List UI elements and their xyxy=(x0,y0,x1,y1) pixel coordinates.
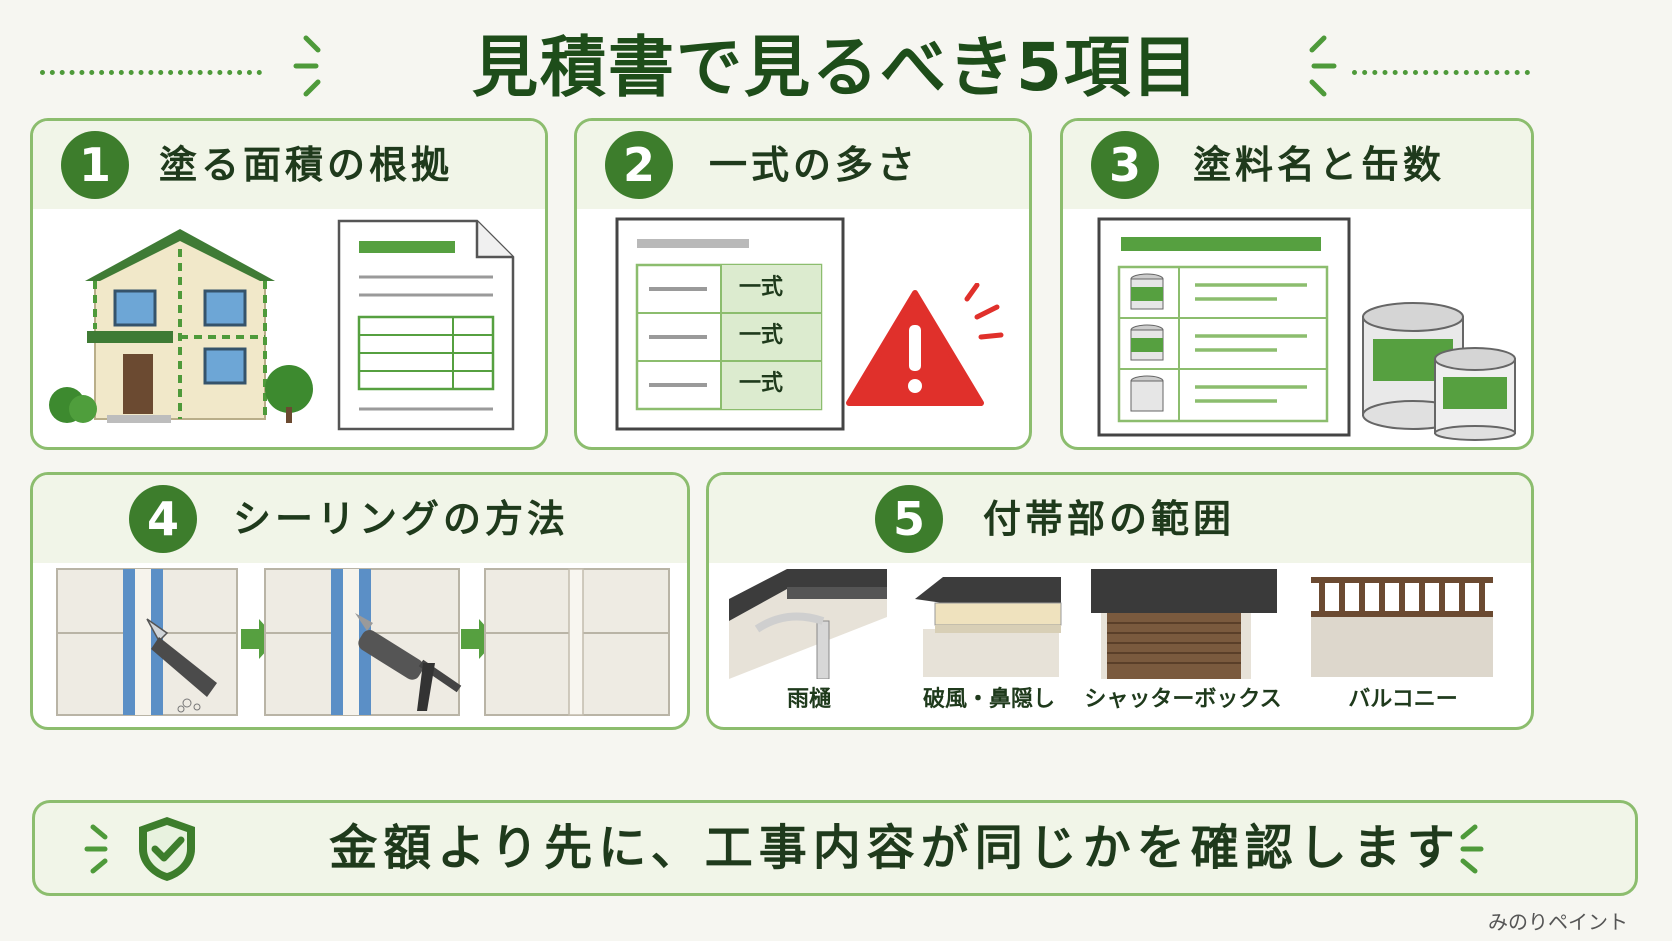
item-card-3: 3 塗料名と缶数 xyxy=(1060,118,1534,450)
title-dots-right xyxy=(1352,70,1530,75)
house-icon xyxy=(49,229,313,423)
item-title-2: 一式の多さ xyxy=(709,143,920,187)
paint-can-icon xyxy=(1362,302,1516,441)
part-label-gutter: 雨樋 xyxy=(786,687,831,712)
card-1-header: 1 塗る面積の根拠 xyxy=(33,121,545,209)
item-card-5: 5 付帯部の範囲 雨樋 破風・鼻隠し シャッターボックス xyxy=(706,472,1534,730)
sealing-steps-illustration xyxy=(56,568,670,716)
balcony-icon xyxy=(1311,577,1493,677)
footer-message: 金額より先に、工事内容が同じかを確認します xyxy=(329,820,1461,876)
item-title-3: 塗料名と缶数 xyxy=(1193,143,1446,187)
paint-list-document-icon xyxy=(1097,217,1351,437)
item-title-5: 付帯部の範囲 xyxy=(983,497,1236,541)
card-3-header: 3 塗料名と缶数 xyxy=(1063,121,1531,209)
shield-check-icon xyxy=(139,817,195,881)
sparkle-right-icon xyxy=(1460,824,1484,874)
item-number-5: 5 xyxy=(875,485,943,553)
caulking-gun-icon xyxy=(355,613,462,711)
item-number-3: 3 xyxy=(1091,131,1159,199)
item-number-1: 1 xyxy=(61,131,129,199)
estimate-sheet-icon xyxy=(615,217,845,431)
card-4-header: 4 シーリングの方法 xyxy=(33,475,687,563)
table-cell-isshiki-2: 一式 xyxy=(739,323,784,348)
fascia-board-icon xyxy=(915,577,1062,677)
rain-gutter-icon xyxy=(729,569,887,679)
cutter-icon xyxy=(146,618,217,697)
footer-banner: 金額より先に、工事内容が同じかを確認します xyxy=(32,800,1638,896)
card-2-header: 2 一式の多さ xyxy=(577,121,1029,209)
sparkle-right-icon xyxy=(1309,35,1337,97)
part-label-balcony: バルコニー xyxy=(1348,687,1458,712)
item-card-1: 1 塗る面積の根拠 xyxy=(30,118,548,450)
item-title-1: 塗る面積の根拠 xyxy=(159,143,454,187)
shutter-box-icon xyxy=(1091,569,1277,679)
document-icon xyxy=(337,219,515,431)
sparkle-left-icon xyxy=(293,35,321,97)
item-number-2: 2 xyxy=(605,131,673,199)
sparkle-left-icon xyxy=(84,824,108,874)
part-label-fascia: 破風・鼻隠し xyxy=(922,687,1055,712)
item-title-4: シーリングの方法 xyxy=(233,497,570,541)
warning-icon xyxy=(846,283,1004,406)
title-dots-left xyxy=(40,70,262,75)
table-cell-isshiki-1: 一式 xyxy=(739,275,784,300)
table-cell-isshiki-3: 一式 xyxy=(739,371,784,396)
item-card-2: 2 一式の多さ 一式 一式 一式 xyxy=(574,118,1032,450)
item-card-4: 4 シーリングの方法 xyxy=(30,472,690,730)
part-label-shutter-box: シャッターボックス xyxy=(1084,687,1282,712)
card-5-header: 5 付帯部の範囲 xyxy=(709,475,1531,563)
item-number-4: 4 xyxy=(129,485,197,553)
brand-name: みのりペイント xyxy=(1488,910,1628,934)
page-title: 見積書で見るべき5項目 xyxy=(472,29,1200,106)
